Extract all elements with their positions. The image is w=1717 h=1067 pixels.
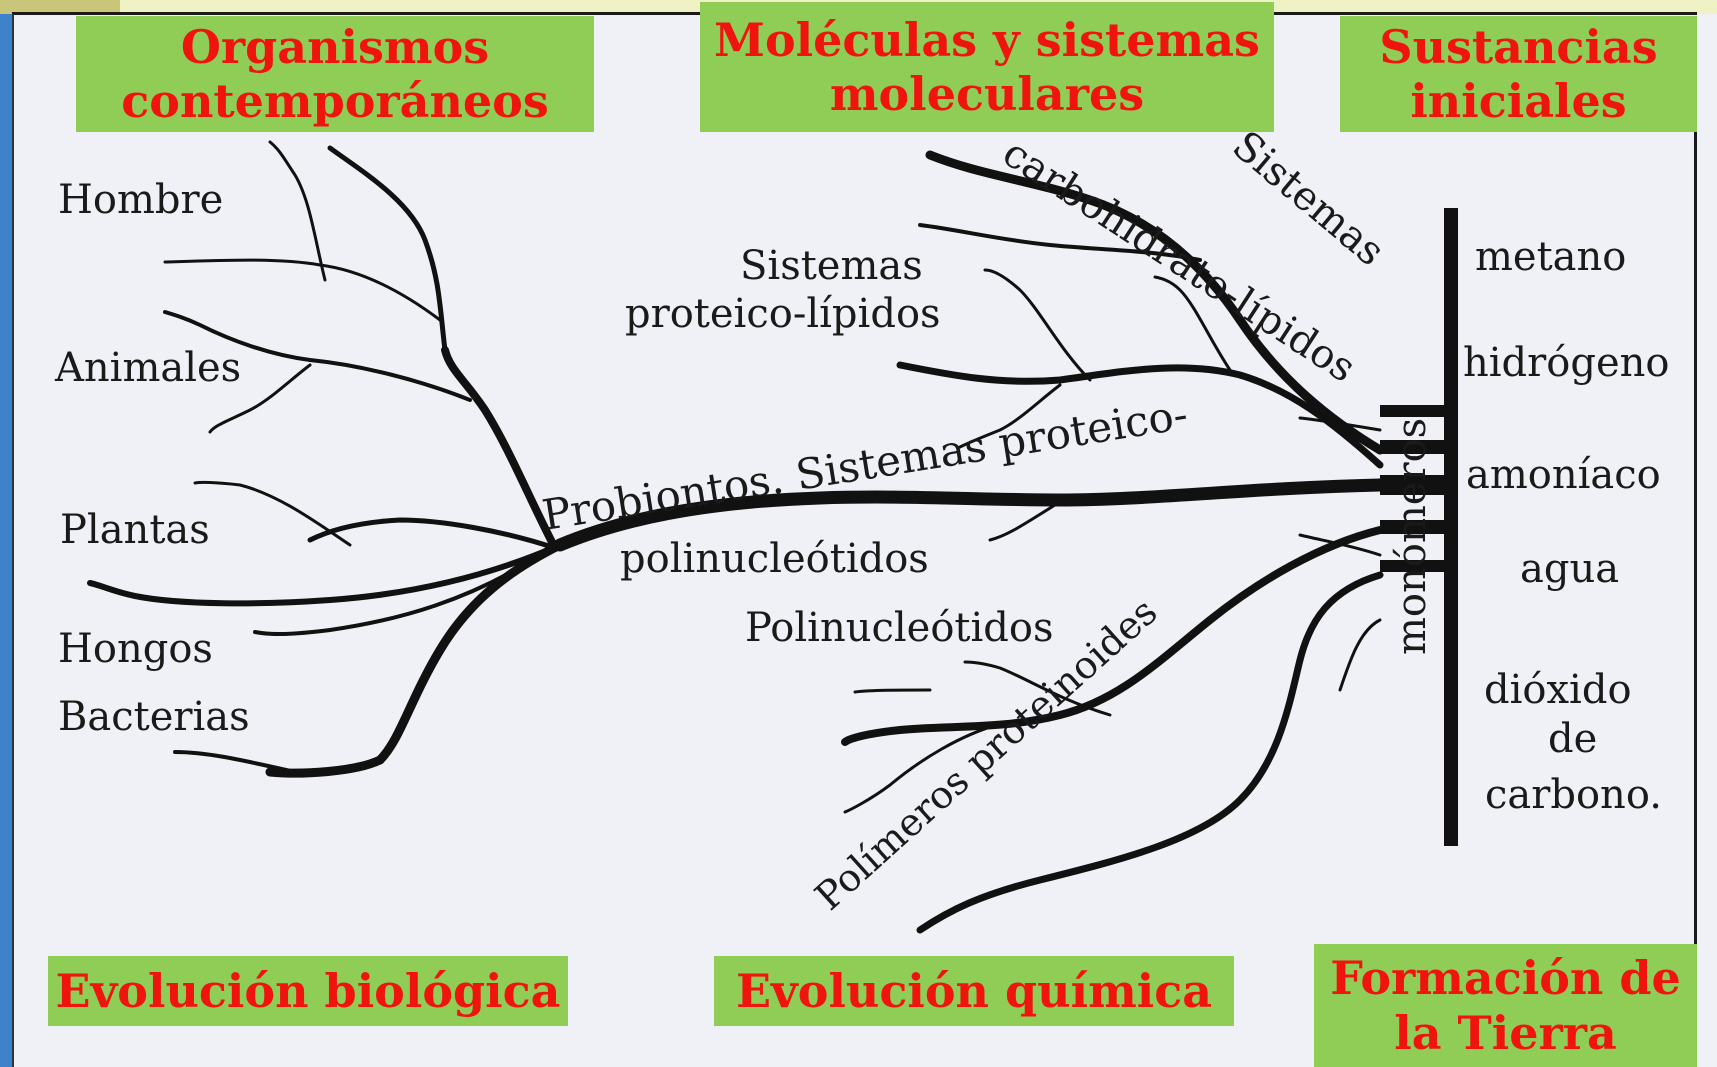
footer-evolucion-quimica: Evolución química <box>714 956 1234 1026</box>
branch-carbohidrato-sub1 <box>918 223 1202 262</box>
footer-evolucion-biologica: Evolución biológica <box>48 956 568 1026</box>
label-probiontos: Probiontos. Sistemas proteico- <box>539 389 1191 539</box>
branch-animales-a <box>163 310 472 402</box>
label-monomeros: monómeros <box>1389 418 1435 655</box>
frame-left-line <box>12 14 14 1067</box>
biological-tree <box>87 140 1387 778</box>
branch-bacterias-tip <box>173 750 302 775</box>
header-sustancias: Sustancias iniciales <box>1340 16 1697 132</box>
branch-proteico-sub1 <box>983 268 1092 382</box>
footer-formacion-tierra: Formación de la Tierra <box>1314 944 1697 1067</box>
label-sistemas-carbohidrato: Sistemas <box>1224 122 1394 275</box>
trunk-main <box>553 478 1387 552</box>
branch-polimeros <box>916 571 1384 934</box>
monomer-ticks <box>1380 405 1444 572</box>
footer-evolucion-quimica-text: Evolución química <box>735 963 1213 1018</box>
header-moleculas: Moléculas y sistemas moleculares <box>700 2 1274 132</box>
substances-bar <box>1444 208 1458 846</box>
header-sustancias-text: Sustancias iniciales <box>1379 19 1658 128</box>
label-polinucleotidos: Polinucleótidos <box>745 605 1054 651</box>
label-agua: agua <box>1520 546 1619 592</box>
branch-proteico-sub2 <box>1153 275 1232 372</box>
label-hombre: Hombre <box>58 177 223 223</box>
label-plantas: Plantas <box>60 507 210 553</box>
label-polinucleotidos-cont: polinucleótidos <box>620 536 929 582</box>
branch-hongos <box>253 553 542 637</box>
branch-animales-b <box>208 363 312 434</box>
label-metano: metano <box>1475 234 1626 280</box>
label-amoniaco: amoníaco <box>1466 452 1661 498</box>
branch-polimeros-sub <box>1338 618 1382 692</box>
header-organismos: Organismos contemporáneos <box>76 16 594 132</box>
footer-evolucion-biologica-text: Evolución biológica <box>55 963 561 1018</box>
label-proteico-lipidos: proteico-lípidos <box>625 291 941 337</box>
branch-hombre-a <box>327 145 448 353</box>
branch-short-1 <box>1298 416 1382 432</box>
trunk-left-lower <box>265 540 565 778</box>
label-carbono: carbono. <box>1485 772 1662 818</box>
header-moleculas-text: Moléculas y sistemas moleculares <box>714 12 1260 121</box>
frame-right-line <box>1694 130 1697 1067</box>
branch-polinucleotidos-main <box>841 526 1384 746</box>
header-organismos-text: Organismos contemporáneos <box>121 19 549 128</box>
branch-hombre-b <box>163 258 442 322</box>
chemical-tree <box>841 150 1385 934</box>
footer-formacion-tierra-text: Formación de la Tierra <box>1330 951 1681 1060</box>
branch-carbohidrato-main <box>925 150 1385 455</box>
branch-short-2 <box>1298 533 1382 557</box>
label-dioxido: dióxido <box>1484 667 1632 713</box>
branch-hombre-c <box>268 140 327 282</box>
label-sistemas-proteico: Sistemas <box>740 243 923 289</box>
branch-plantas-lower <box>87 542 563 607</box>
label-hidrogeno: hidrógeno <box>1463 340 1669 386</box>
left-edge-band <box>0 14 12 1067</box>
branch-probiontos-sub <box>988 500 1062 542</box>
branch-plantas-upper <box>307 517 558 551</box>
label-animales: Animales <box>54 345 241 391</box>
branch-polinucleotidos-sub2 <box>843 722 1002 814</box>
branch-proteico-sub3 <box>958 383 1062 449</box>
top-corner-block <box>0 0 120 14</box>
branch-proteico-lipidos <box>896 361 1384 469</box>
branch-polinucleotidos-sub3 <box>853 688 932 694</box>
branch-plantas-top <box>193 480 352 547</box>
label-bacterias: Bacterias <box>58 694 250 740</box>
branch-polinucleotidos-sub1 <box>963 660 1112 717</box>
trunk-upper <box>441 346 559 552</box>
label-de: de <box>1548 716 1597 762</box>
label-hongos: Hongos <box>58 626 213 672</box>
